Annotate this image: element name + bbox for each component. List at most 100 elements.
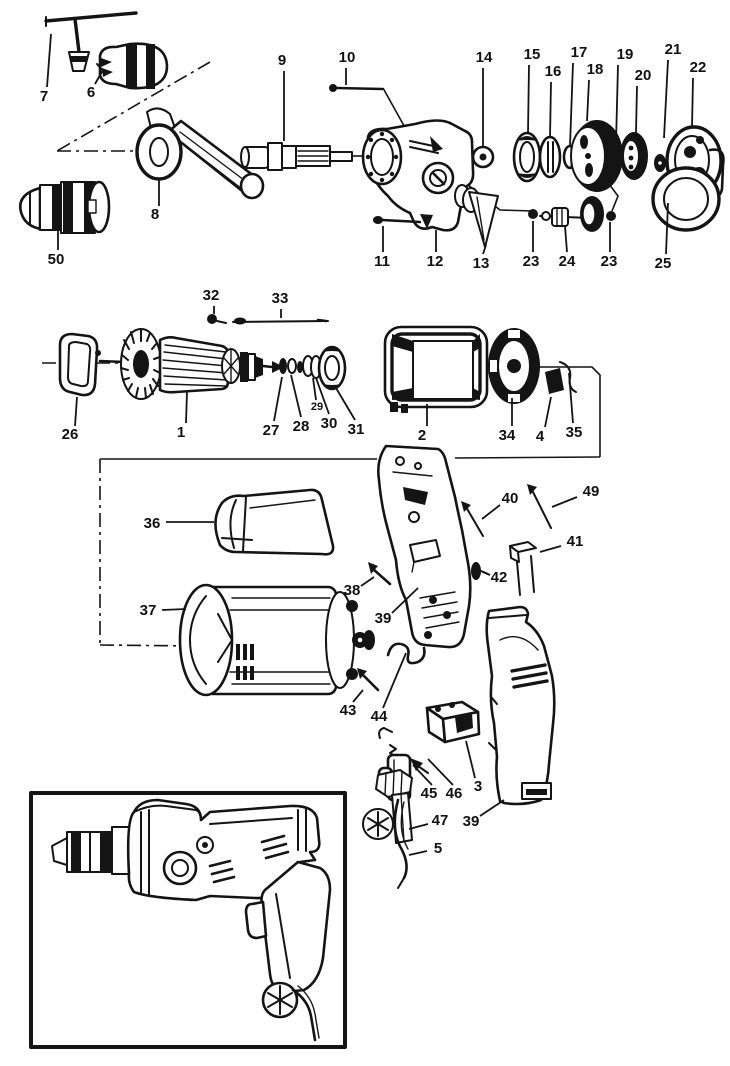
- part-number-label-2: 2: [418, 427, 426, 444]
- part-side-handle: [135, 107, 265, 200]
- part-screw-40: [461, 501, 484, 537]
- part-gear-housing: [361, 119, 480, 232]
- part-thrust-washers: [279, 355, 322, 379]
- callout-leader-line: [527, 64, 530, 134]
- callout-leader-line: [391, 587, 419, 614]
- part-chuck-keyless: [19, 180, 111, 234]
- part-gear-16: [538, 135, 562, 179]
- callout-leader-line: [663, 59, 669, 139]
- part-depth-pointer: [468, 191, 499, 248]
- part-number-label-21: 21: [665, 41, 682, 58]
- callout-leader-line: [564, 225, 568, 253]
- part-number-label-19: 19: [617, 46, 634, 63]
- part-number-label-23: 23: [601, 253, 618, 270]
- part-number-label-28: 28: [293, 418, 310, 435]
- part-chuck-key: [44, 11, 138, 72]
- part-chuck-keyed: [96, 42, 169, 90]
- part-number-label-24: 24: [559, 253, 576, 270]
- part-spindle: [240, 142, 353, 171]
- part-number-label-17: 17: [571, 44, 588, 61]
- part-handle-half-right: [485, 605, 556, 806]
- callout-leader-line: [568, 372, 574, 424]
- part-screw-43: [357, 668, 380, 692]
- part-number-label-50: 50: [48, 251, 65, 268]
- part-number-label-42: 42: [491, 569, 508, 586]
- part-screw-32: [207, 314, 227, 324]
- part-number-label-43: 43: [340, 702, 357, 719]
- part-number-label-35: 35: [566, 424, 583, 441]
- part-number-label-49: 49: [583, 483, 600, 500]
- section-line: [454, 456, 601, 459]
- callout-leader-line: [481, 504, 501, 520]
- part-carbon-brush: [545, 368, 564, 394]
- callout-leader-line: [74, 396, 78, 427]
- callout-leader-line: [315, 377, 330, 415]
- callout-leader-line: [635, 85, 638, 134]
- callout-leader-line: [412, 764, 433, 786]
- part-number-label-36: 36: [144, 515, 161, 532]
- part-number-label-11: 11: [374, 253, 390, 270]
- part-number-label-25: 25: [655, 255, 672, 272]
- part-switch: [425, 700, 481, 744]
- part-baffle-plate: [58, 332, 101, 397]
- part-number-label-3: 3: [474, 778, 482, 795]
- part-armature: [98, 328, 280, 400]
- callout-leader-line: [408, 850, 428, 856]
- part-motor-housing: [178, 583, 375, 697]
- part-number-label-1: 1: [177, 424, 185, 441]
- part-screw-11: [373, 216, 422, 224]
- callout-leader-line: [94, 69, 104, 85]
- callout-leader-line: [551, 496, 578, 508]
- callout-leader-line: [465, 740, 476, 779]
- part-lower-shaft-assembly: [528, 196, 616, 232]
- section-line: [537, 366, 601, 457]
- part-number-label-38: 38: [344, 582, 361, 599]
- part-number-label-10: 10: [339, 49, 356, 66]
- part-cord-clamp: [509, 541, 537, 596]
- part-number-label-37: 37: [140, 602, 157, 619]
- callout-leader-line: [586, 79, 590, 122]
- part-number-label-12: 12: [427, 253, 444, 270]
- part-number-label-47: 47: [432, 812, 449, 829]
- part-number-label-41: 41: [567, 533, 584, 550]
- part-number-label-33: 33: [272, 290, 289, 307]
- callout-leader-line: [290, 374, 302, 418]
- part-number-label-29: 29: [311, 401, 323, 413]
- part-number-label-46: 46: [446, 785, 463, 802]
- callout-leader-line: [46, 33, 52, 88]
- part-number-label-30: 30: [321, 415, 338, 432]
- part-number-label-20: 20: [635, 67, 652, 84]
- callout-leader-line: [665, 202, 669, 255]
- part-bearing-31: [317, 345, 347, 391]
- part-number-label-40: 40: [502, 490, 519, 507]
- callout-leader-line: [352, 689, 364, 703]
- part-wire-clip: [386, 642, 426, 665]
- part-number-label-23: 23: [523, 253, 540, 270]
- part-number-label-18: 18: [587, 61, 604, 78]
- part-number-label-9: 9: [278, 52, 286, 69]
- construction-lines: [42, 61, 619, 647]
- part-number-label-4: 4: [536, 428, 545, 445]
- part-number-label-7: 7: [40, 88, 48, 105]
- part-power-cord: [393, 798, 409, 889]
- callout-leader-line: [539, 545, 562, 553]
- callout-leader-line: [273, 376, 283, 422]
- callout-leader-line: [335, 387, 356, 421]
- part-bearing-15: [512, 131, 542, 183]
- callout-leader-line: [569, 62, 574, 147]
- part-screw-49: [527, 484, 552, 529]
- part-gear-18: [570, 120, 623, 192]
- part-top-cover: [214, 488, 335, 556]
- part-number-label-39: 39: [375, 610, 392, 627]
- part-cover-25: [651, 166, 721, 232]
- part-washer-21: [654, 154, 666, 172]
- part-cord-protector: [362, 769, 413, 844]
- callout-leader-line: [482, 571, 491, 576]
- part-brush-plate-34: [488, 328, 540, 404]
- part-number-label-44: 44: [371, 708, 388, 725]
- part-number-label-26: 26: [62, 426, 79, 443]
- part-number-label-14: 14: [476, 49, 493, 66]
